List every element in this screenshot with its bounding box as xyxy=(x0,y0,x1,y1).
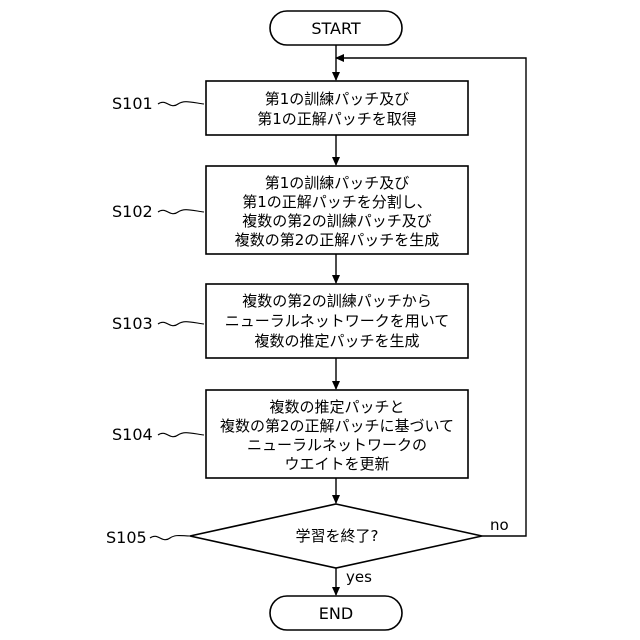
s102-line-1: 第1の訓練パッチ及び xyxy=(265,174,410,192)
step-label-s102: S102 xyxy=(112,202,153,221)
s104-line-3: ニューラルネットワークの xyxy=(247,436,427,454)
s104-line-4: ウエイトを更新 xyxy=(284,455,389,473)
s102-line-4: 複数の第2の正解パッチを生成 xyxy=(235,231,440,249)
s104-line-2: 複数の第2の正解パッチに基づいて xyxy=(220,417,454,435)
decision-diamond-s105: 学習を終了? xyxy=(190,504,482,568)
branch-label-no: no xyxy=(490,516,509,534)
s102-line-2: 第1の正解パッチを分割し、 xyxy=(242,193,432,211)
leader-s104 xyxy=(158,433,204,437)
s102-line-3: 複数の第2の訓練パッチ及び xyxy=(242,212,432,230)
step-label-s103: S103 xyxy=(112,314,153,333)
leader-s103 xyxy=(158,322,204,326)
decision-label: 学習を終了? xyxy=(296,527,379,545)
leader-s105 xyxy=(150,536,190,540)
end-label: END xyxy=(319,604,353,623)
s103-line-3: 複数の推定パッチを生成 xyxy=(254,332,419,350)
s103-line-2: ニューラルネットワークを用いて xyxy=(225,312,450,330)
step-label-s105: S105 xyxy=(106,528,147,547)
start-label: START xyxy=(311,19,361,38)
branch-label-yes: yes xyxy=(346,568,372,586)
s104-line-1: 複数の推定パッチと xyxy=(269,398,404,416)
process-box-s104: 複数の推定パッチと 複数の第2の正解パッチに基づいて ニューラルネットワークの … xyxy=(206,390,468,478)
end-terminal: END xyxy=(270,596,402,630)
s101-line-1: 第1の訓練パッチ及び xyxy=(265,90,410,108)
step-label-s104: S104 xyxy=(112,425,153,444)
s103-line-1: 複数の第2の訓練パッチから xyxy=(242,292,432,310)
step-label-s101: S101 xyxy=(112,94,153,113)
process-box-s103: 複数の第2の訓練パッチから ニューラルネットワークを用いて 複数の推定パッチを生… xyxy=(206,284,468,358)
s101-line-2: 第1の正解パッチを取得 xyxy=(257,110,417,128)
leader-s102 xyxy=(158,210,204,214)
leader-s101 xyxy=(158,102,204,106)
process-box-s102: 第1の訓練パッチ及び 第1の正解パッチを分割し、 複数の第2の訓練パッチ及び 複… xyxy=(206,166,468,254)
process-box-s101: 第1の訓練パッチ及び 第1の正解パッチを取得 xyxy=(206,81,468,135)
start-terminal: START xyxy=(270,11,402,45)
